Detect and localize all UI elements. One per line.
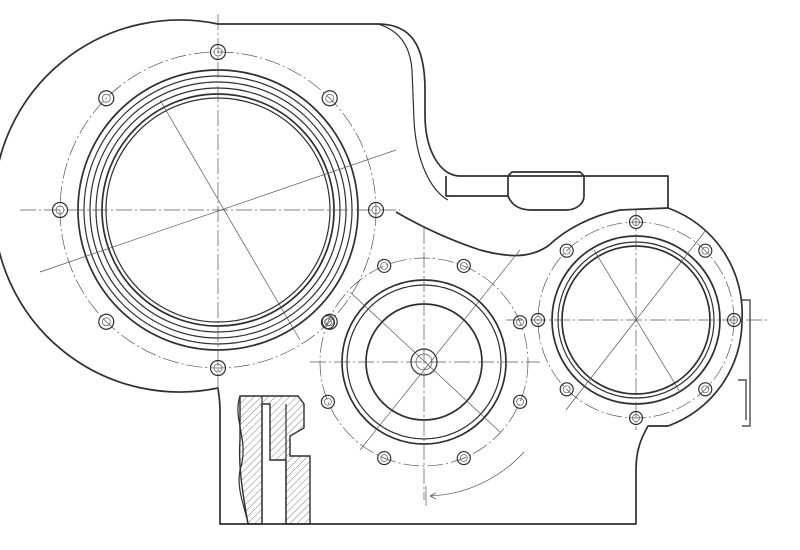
middle-bore-dim-line-1 — [359, 249, 521, 451]
bolt-hole — [321, 313, 338, 330]
right-bore — [506, 210, 770, 430]
middle-bore-bolt-holes — [320, 258, 528, 466]
right-bore-bolt-holes — [530, 214, 742, 426]
bolt-hole-inner — [325, 93, 335, 103]
bolt-hole-inner — [380, 262, 389, 270]
bolt-hole-inner — [459, 454, 468, 462]
bolt-hole-inner — [701, 246, 710, 255]
bolt-hole-inner — [632, 414, 640, 422]
bolt-hole-inner — [516, 397, 524, 406]
bolt-hole-inner — [101, 317, 111, 327]
bolt-hole-inner — [101, 93, 111, 103]
large-bore-dim-line-1 — [159, 99, 301, 341]
bolt-hole-inner — [562, 246, 571, 255]
bolt-hole — [628, 214, 644, 230]
bolt-hole-inner — [324, 397, 332, 406]
housing-outline — [0, 19, 751, 525]
middle-angle-arrow — [429, 492, 437, 500]
bolt-hole-inner — [371, 205, 381, 215]
large-bore-bolt-holes — [51, 43, 385, 377]
bolt-hole — [456, 258, 471, 274]
section-bore-edge — [261, 396, 287, 524]
large-bore — [20, 14, 400, 392]
bolt-hole-inner — [701, 385, 710, 394]
bolt-hole — [512, 315, 528, 330]
bolt-hole-inner — [562, 385, 571, 394]
right-flange-step — [742, 299, 751, 427]
bolt-hole — [321, 90, 338, 107]
sectioned-boss — [237, 395, 311, 525]
bolt-hole — [377, 258, 392, 274]
bolt-hole — [628, 410, 644, 426]
bolt-hole — [559, 243, 574, 258]
bolt-hole-inner — [324, 318, 332, 327]
bolt-hole-inner — [534, 316, 542, 324]
section-hatched-area — [238, 395, 311, 525]
bolt-hole-inner — [213, 363, 223, 373]
bolt-hole — [320, 315, 336, 330]
bolt-hole-inner — [730, 316, 738, 324]
bolt-hole-inner — [632, 218, 640, 226]
bolt-hole — [698, 382, 713, 397]
bolt-hole — [209, 359, 227, 377]
bolt-hole-inner — [380, 454, 389, 462]
bolt-hole — [98, 90, 115, 107]
bolt-hole — [512, 394, 528, 409]
bolt-hole — [209, 43, 227, 61]
bolt-hole — [377, 450, 392, 466]
top-rib — [445, 171, 585, 211]
middle-bore-dim-line-2 — [349, 291, 501, 433]
housing-outer-contour — [0, 19, 744, 525]
bolt-hole — [726, 312, 742, 328]
bolt-hole-inner — [213, 47, 223, 57]
right-bore-dim-line-2 — [593, 249, 681, 393]
bolt-hole — [698, 243, 713, 258]
middle-angle-arc — [429, 451, 525, 497]
bolt-hole — [456, 450, 471, 466]
bolt-hole — [367, 201, 385, 219]
bolt-hole-inner — [516, 318, 524, 327]
bolt-hole — [530, 312, 546, 328]
bolt-hole — [51, 201, 69, 219]
upper-relief-line — [377, 23, 449, 201]
bolt-hole-inner — [55, 205, 65, 215]
bolt-hole-inner — [459, 262, 468, 270]
saddle-contour — [395, 207, 669, 257]
section-break-line — [237, 395, 249, 525]
middle-bore — [310, 228, 540, 506]
large-bore-dim-line-2 — [39, 149, 397, 273]
bolt-hole — [559, 382, 574, 397]
bolt-hole — [320, 394, 336, 409]
bolt-hole — [98, 313, 115, 330]
right-flange-inner — [738, 379, 747, 420]
